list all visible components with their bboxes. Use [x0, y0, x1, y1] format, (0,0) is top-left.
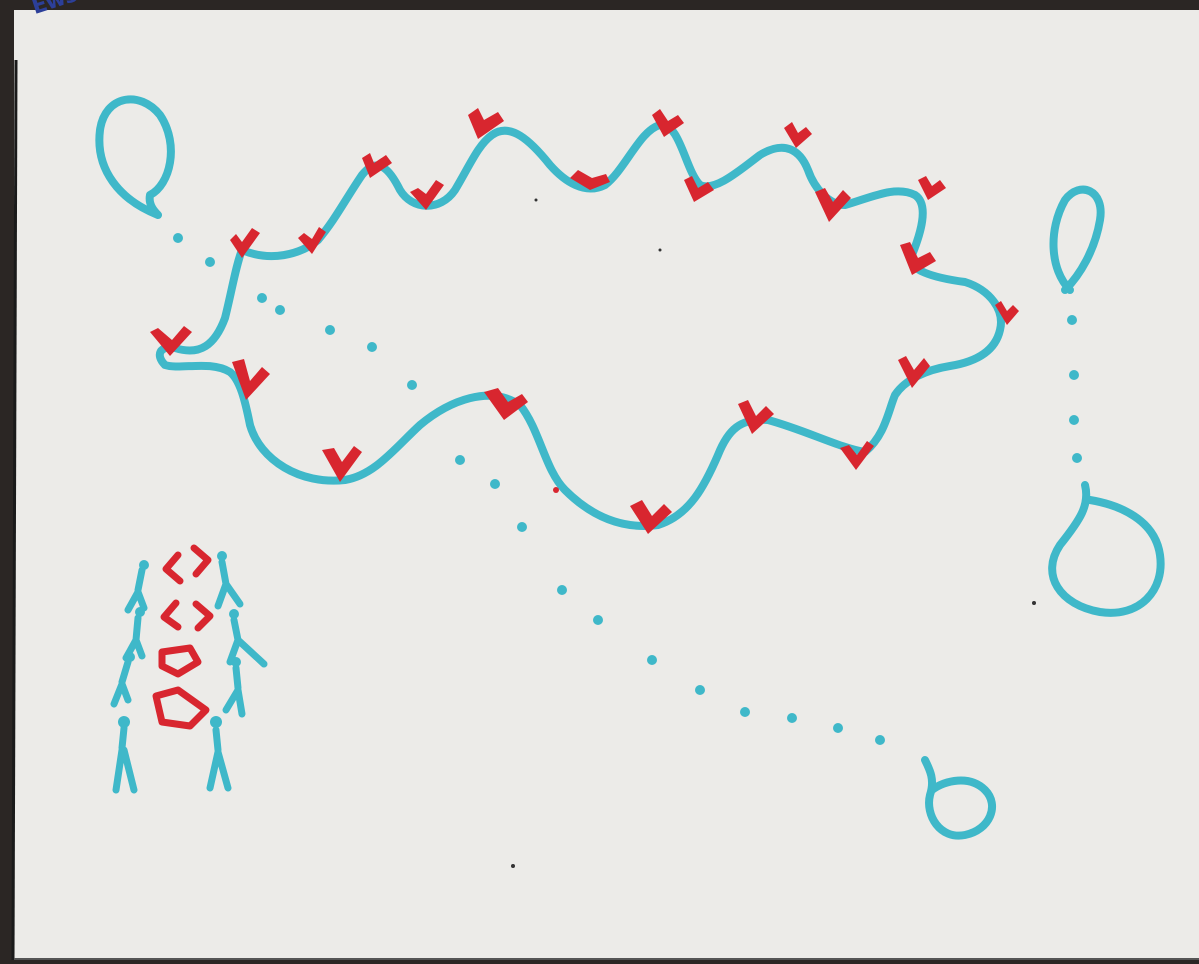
dot — [593, 615, 603, 625]
person-head — [135, 607, 145, 617]
person-head — [210, 716, 222, 728]
person-head — [231, 657, 241, 667]
dot — [257, 293, 267, 303]
dot — [833, 723, 843, 733]
person-head — [229, 609, 239, 619]
dot — [740, 707, 750, 717]
dot — [367, 342, 377, 352]
dot — [875, 735, 885, 745]
dot — [517, 522, 527, 532]
dot — [275, 305, 285, 315]
speck — [535, 199, 538, 202]
red-dot — [553, 487, 559, 493]
speck — [1032, 601, 1036, 605]
dot — [325, 325, 335, 335]
dot — [1072, 453, 1082, 463]
dot — [1069, 370, 1079, 380]
dot — [695, 685, 705, 695]
dot — [205, 257, 215, 267]
dot — [490, 479, 500, 489]
dot — [647, 655, 657, 665]
person-head — [217, 551, 227, 561]
dot — [407, 380, 417, 390]
dot — [557, 585, 567, 595]
dot — [787, 713, 797, 723]
person-head — [118, 716, 130, 728]
dot — [1069, 415, 1079, 425]
dot — [455, 455, 465, 465]
dot — [173, 233, 183, 243]
person-head — [139, 560, 149, 570]
person-head — [125, 652, 135, 662]
speck — [659, 249, 662, 252]
speck — [511, 864, 515, 868]
dot — [1067, 315, 1077, 325]
paper-sheet — [14, 10, 1199, 960]
